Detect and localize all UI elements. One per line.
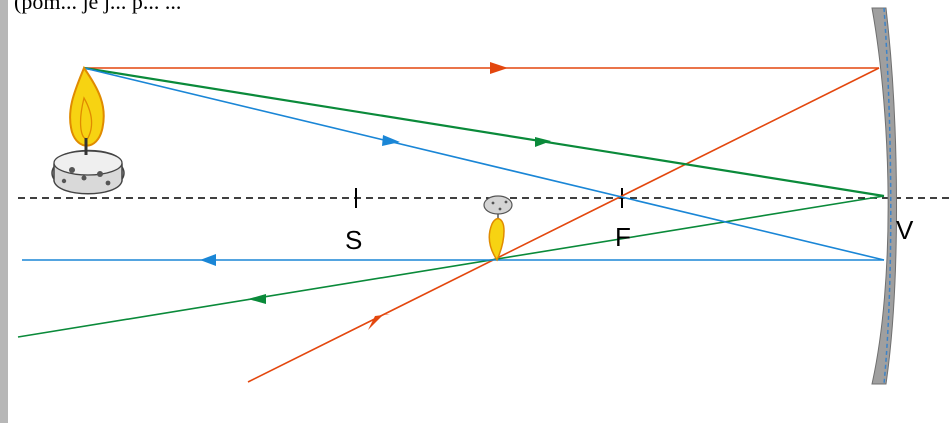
blue-arrow-left [200,254,216,266]
orange-arrow-down-left [368,314,390,330]
green-arrow-right [535,137,551,147]
green-ray [17,66,885,338]
blue-ray [22,67,885,266]
candle-icon [51,65,125,195]
label-v: V [896,215,914,245]
blue-arrow-right [382,135,400,146]
orange-ray [84,62,880,383]
small-candle-icon [483,195,513,262]
concave-mirror-icon [871,7,897,385]
left-border-bar [0,0,8,423]
label-f: F [615,222,631,252]
orange-arrow-right [490,62,508,74]
label-s: S [345,225,362,255]
top-caption-fragment: (pom... je j... p... ... [14,0,182,14]
green-arrow-left [248,294,266,304]
